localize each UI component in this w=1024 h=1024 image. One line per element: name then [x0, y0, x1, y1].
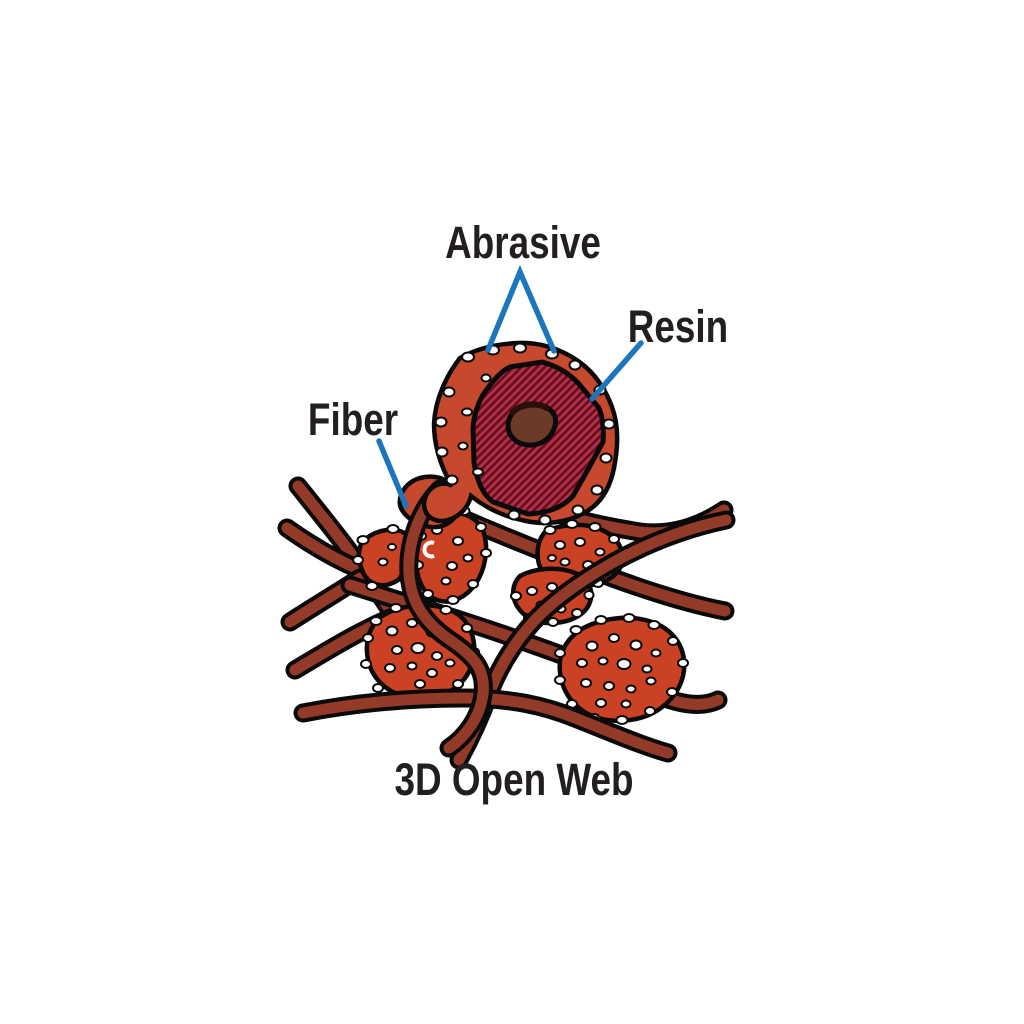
- abrasive-callout-line: [485, 264, 557, 354]
- callout-lines: [376, 264, 644, 509]
- labels: Abrasive Resin Fiber 3D Open Web: [308, 218, 728, 805]
- caption: 3D Open Web: [394, 755, 633, 805]
- label-fiber: Fiber: [308, 395, 398, 445]
- fiber-callout-line: [376, 438, 409, 509]
- label-abrasive: Abrasive: [445, 218, 601, 268]
- label-resin: Resin: [628, 302, 728, 352]
- resin-callout-line: [589, 340, 644, 402]
- fiber-cross-section: [397, 340, 620, 748]
